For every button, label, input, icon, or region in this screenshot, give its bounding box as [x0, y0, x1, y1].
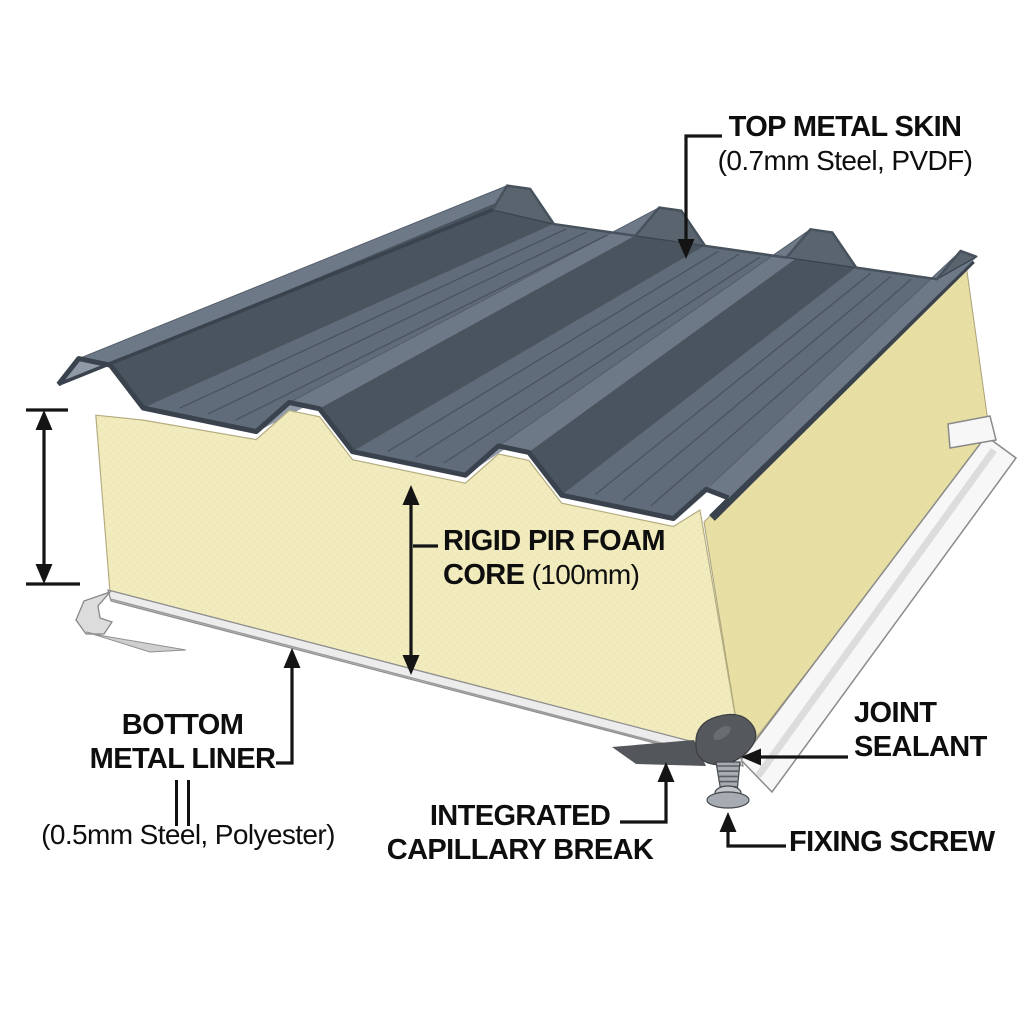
- liner-left-hook: [75, 590, 114, 635]
- capillary-break: [612, 740, 706, 766]
- corrugated-roof-skin: [57, 184, 979, 519]
- parallel-lines-mark: [175, 780, 190, 826]
- label-top-metal-skin: TOP METAL SKIN (0.7mm Steel, PVDF): [690, 110, 1000, 177]
- fixing-screw: [706, 761, 750, 809]
- flashing-hook: [947, 415, 997, 449]
- label-joint-sealant: JOINT SEALANT: [854, 696, 987, 764]
- roof-left-edge: [57, 208, 494, 387]
- label-fixing-screw: FIXING SCREW: [789, 826, 995, 858]
- sealant-highlight: [713, 725, 731, 741]
- label-line-bold: TOP METAL SKIN: [728, 111, 962, 143]
- label-line-bold: BOTTOM: [121, 709, 244, 741]
- label-bottom-metal-liner: BOTTOM METAL LINER: [60, 708, 305, 776]
- bottom-metal-liner: [75, 589, 744, 767]
- arrowheads: [35, 239, 761, 832]
- liner-left-flange: [85, 631, 187, 653]
- label-line-mixed: CORE (100mm): [443, 559, 640, 592]
- screw-washer: [706, 791, 750, 809]
- leader-capillary-break: [620, 775, 668, 824]
- joint-sealant: [695, 713, 757, 766]
- foam-front-face: [95, 409, 743, 757]
- roof-front-cut-edge: [56, 356, 730, 521]
- label-integrated-capillary-break: INTEGRATED CAPILLARY BREAK: [370, 799, 670, 867]
- label-line-bold: METAL LINER: [89, 743, 276, 776]
- label-line-bold: RIGID PIR FOAM: [443, 525, 666, 557]
- leader-bottom-liner: [276, 661, 294, 765]
- label-rigid-pir-foam-core: RIGID PIR FOAM CORE (100mm): [443, 524, 666, 592]
- label-bottom-liner-spec: (0.5mm Steel, Polyester): [41, 819, 335, 850]
- leader-fixing-screw: [726, 825, 786, 848]
- label-line-bold: SEALANT: [854, 731, 987, 764]
- label-line-spec: (0.7mm Steel, PVDF): [717, 145, 973, 177]
- side-flashing: [740, 415, 1018, 794]
- label-line-bold: INTEGRATED: [429, 800, 611, 832]
- annotations: [26, 134, 848, 848]
- label-line-bold: JOINT: [854, 697, 937, 729]
- leader-top-skin: [684, 134, 722, 247]
- label-line-bold: CAPILLARY BREAK: [386, 834, 654, 867]
